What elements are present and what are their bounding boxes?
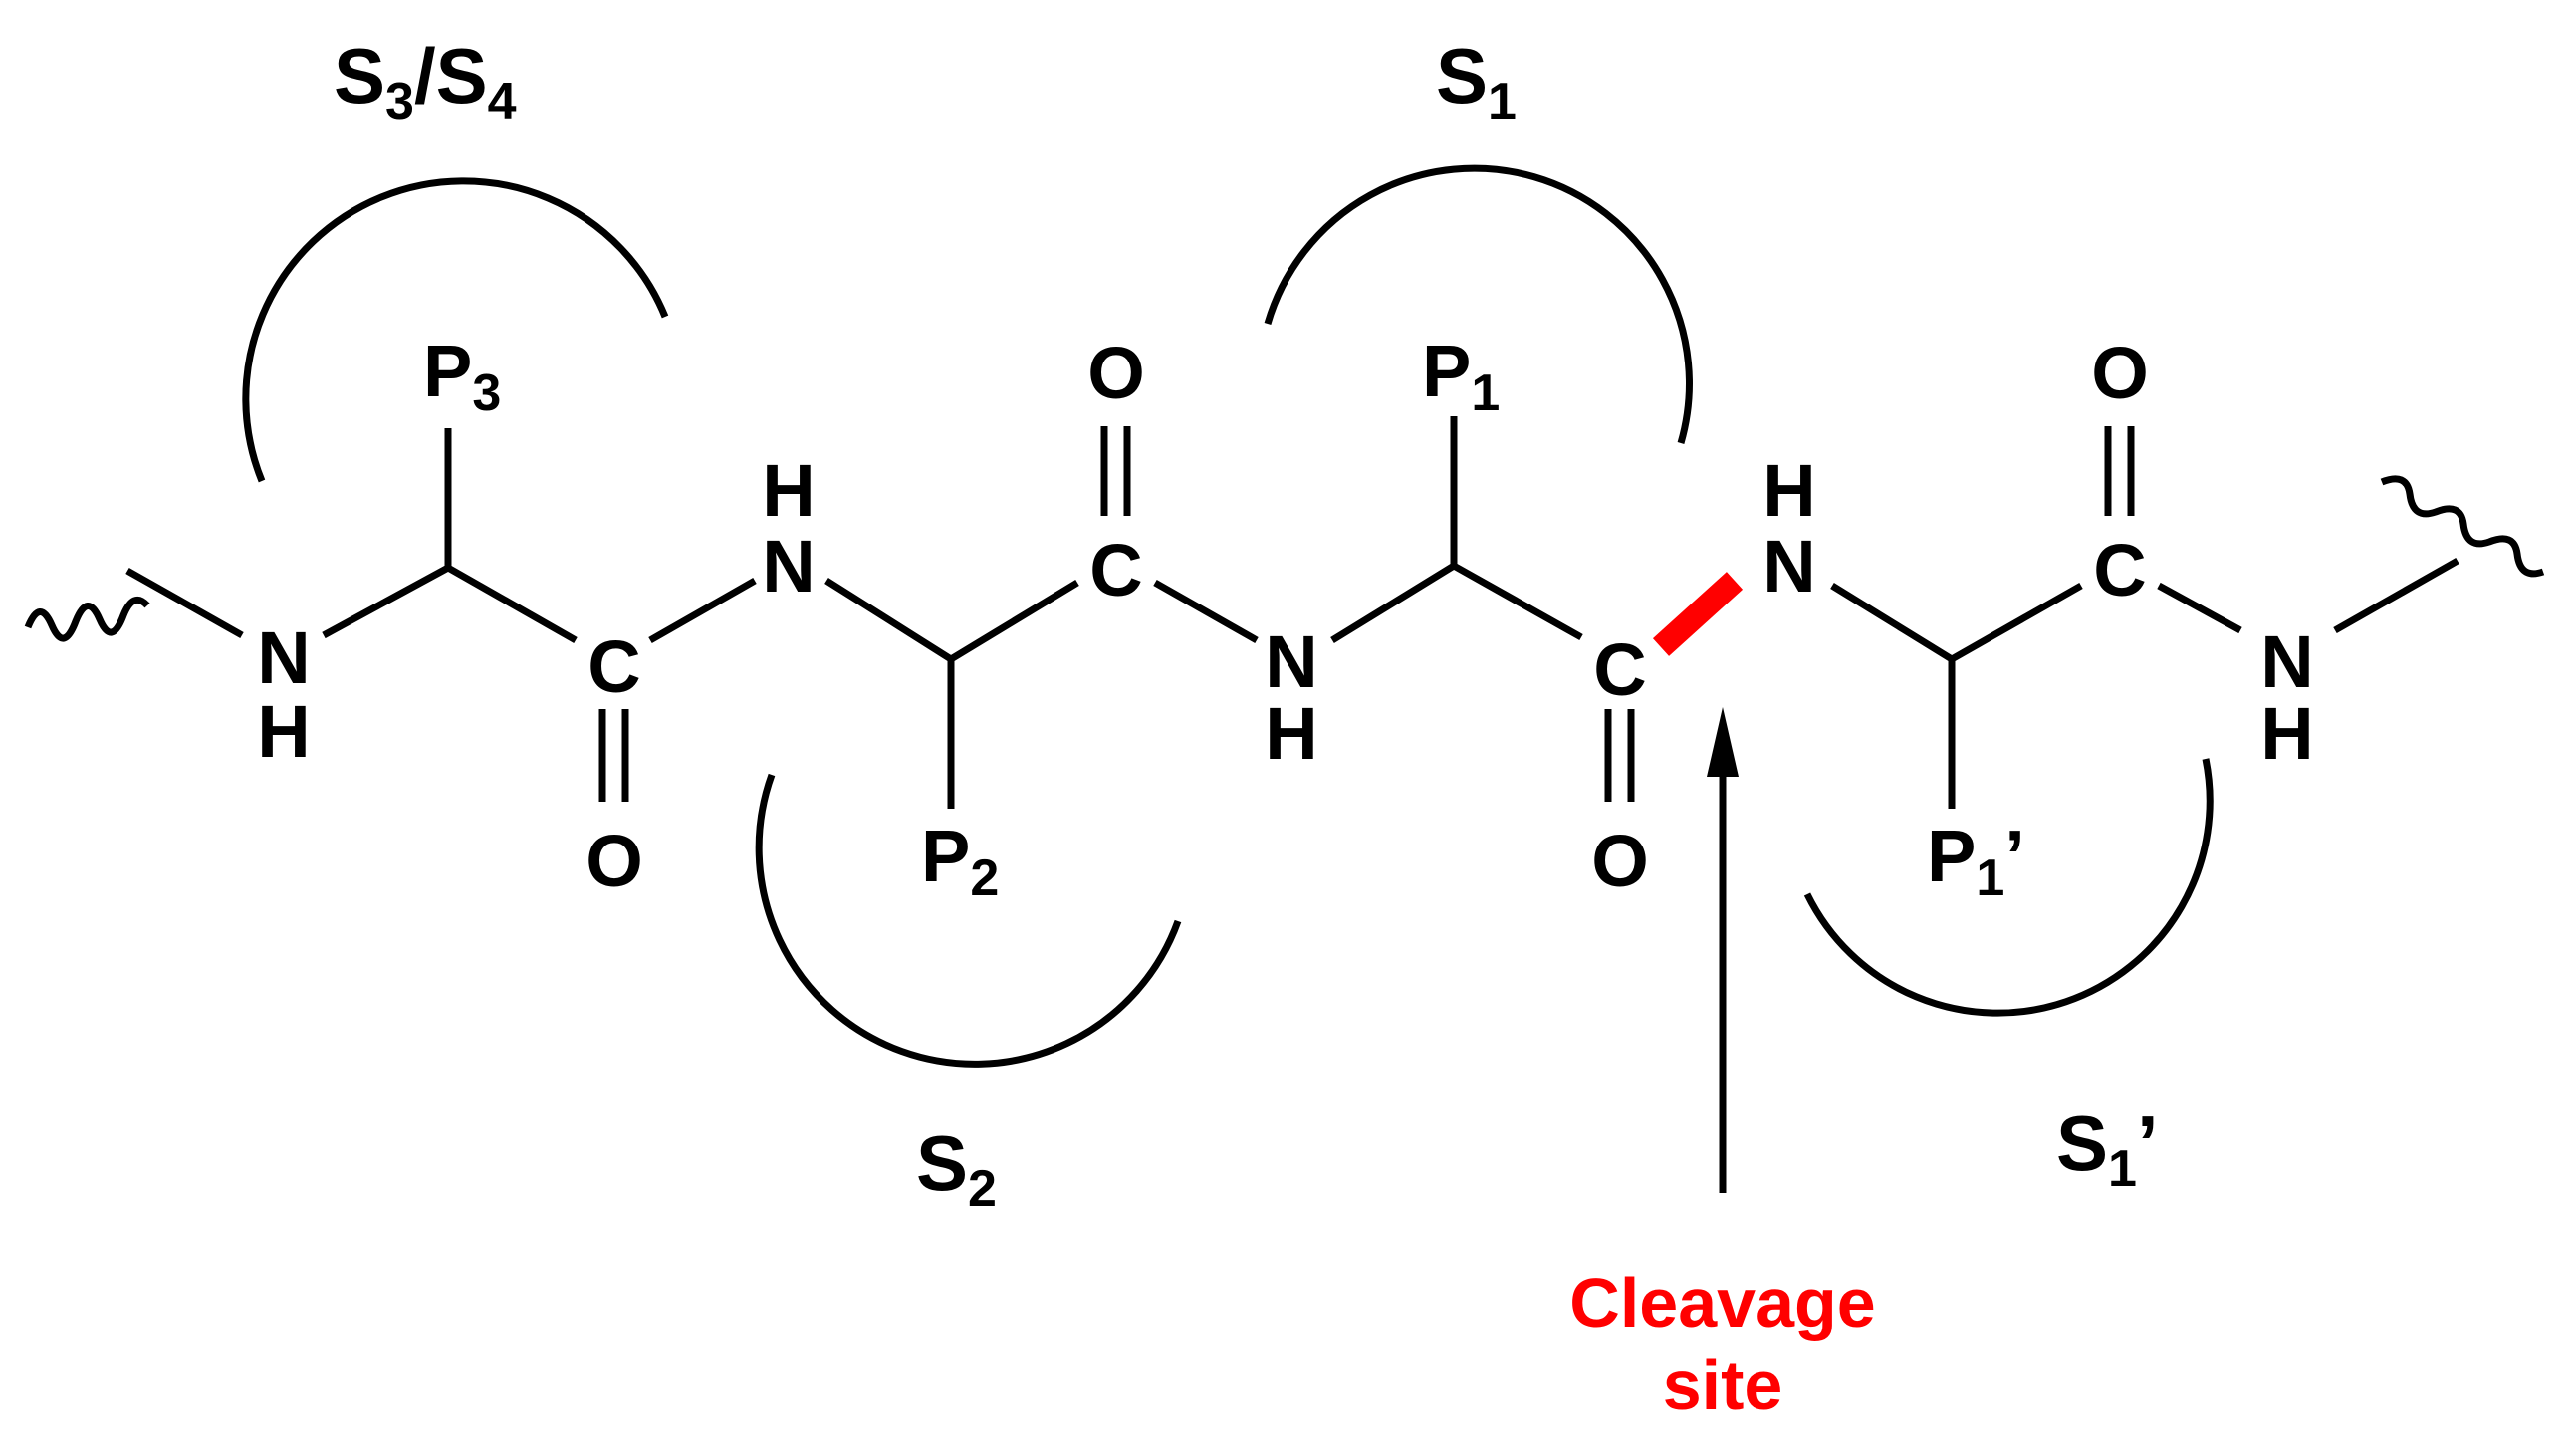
atom-n5-h: H: [2260, 692, 2313, 775]
bond-n4-ca4: [1830, 583, 1954, 662]
cleavage-site-label-line1: Cleavage: [1569, 1264, 1875, 1341]
right-wavy-chain-end: [2380, 475, 2545, 578]
residue-p1-label: P1: [1422, 330, 1500, 422]
atom-n3-h: H: [1265, 692, 1317, 775]
atom-o1: O: [585, 820, 643, 902]
atom-n4-h: H: [1762, 449, 1815, 532]
atom-n2-n: N: [762, 525, 815, 607]
bond-ca2-c2: [949, 580, 1079, 662]
bond-n2-ca2: [824, 578, 953, 662]
subsite-s1prime-label: S1’: [2056, 1099, 2159, 1198]
bond-ca4-c4: [1950, 582, 2083, 663]
atom-n1-n: N: [257, 616, 310, 699]
residue-p1prime-label: P1’: [1927, 815, 2025, 907]
atom-o2: O: [1087, 332, 1145, 414]
atom-n4-n: N: [1762, 525, 1815, 607]
subsite-s2-arc: [755, 773, 1182, 1068]
atom-o3: O: [1591, 820, 1649, 902]
bond-wavy-n1: [125, 567, 244, 639]
subsite-s2-label: S2: [916, 1119, 997, 1218]
atom-o4: O: [2091, 332, 2149, 414]
atom-n2-h: H: [762, 449, 815, 532]
bond-c2-n3: [1153, 579, 1259, 644]
cleavage-arrow-head: [1707, 707, 1739, 777]
atom-n1-h: H: [257, 690, 310, 773]
atom-c4: C: [2093, 529, 2146, 611]
cleavage-site-label-line2: site: [1663, 1346, 1783, 1424]
atom-c1: C: [587, 625, 640, 708]
subsite-s3-s4-label: S3/S4: [334, 32, 517, 130]
atom-c2: C: [1089, 529, 1142, 611]
atom-n5-n: N: [2260, 620, 2313, 703]
bond-ca3-c3: [1452, 562, 1583, 641]
residue-p2-label: P2: [921, 815, 999, 907]
bond-ca1-c1: [446, 564, 578, 644]
subsite-s3-s4-arc: [242, 177, 669, 483]
left-wavy-chain-end: [24, 596, 150, 642]
bond-n1-ca1: [322, 564, 450, 639]
residue-p3-label: P3: [423, 330, 501, 422]
subsite-s1-arc: [1264, 164, 1693, 444]
bond-n3-ca3: [1330, 563, 1456, 643]
bond-n5-wavy: [2333, 557, 2459, 634]
bond-c1-n2: [648, 577, 757, 644]
subsite-s1prime-arc: [1803, 758, 2214, 1017]
bond-c4-n5: [2157, 582, 2242, 634]
scissile-bond: [1652, 572, 1744, 656]
subsite-s1-label: S1: [1436, 32, 1517, 130]
atom-c3: C: [1593, 628, 1646, 711]
atom-n3-n: N: [1265, 620, 1317, 703]
